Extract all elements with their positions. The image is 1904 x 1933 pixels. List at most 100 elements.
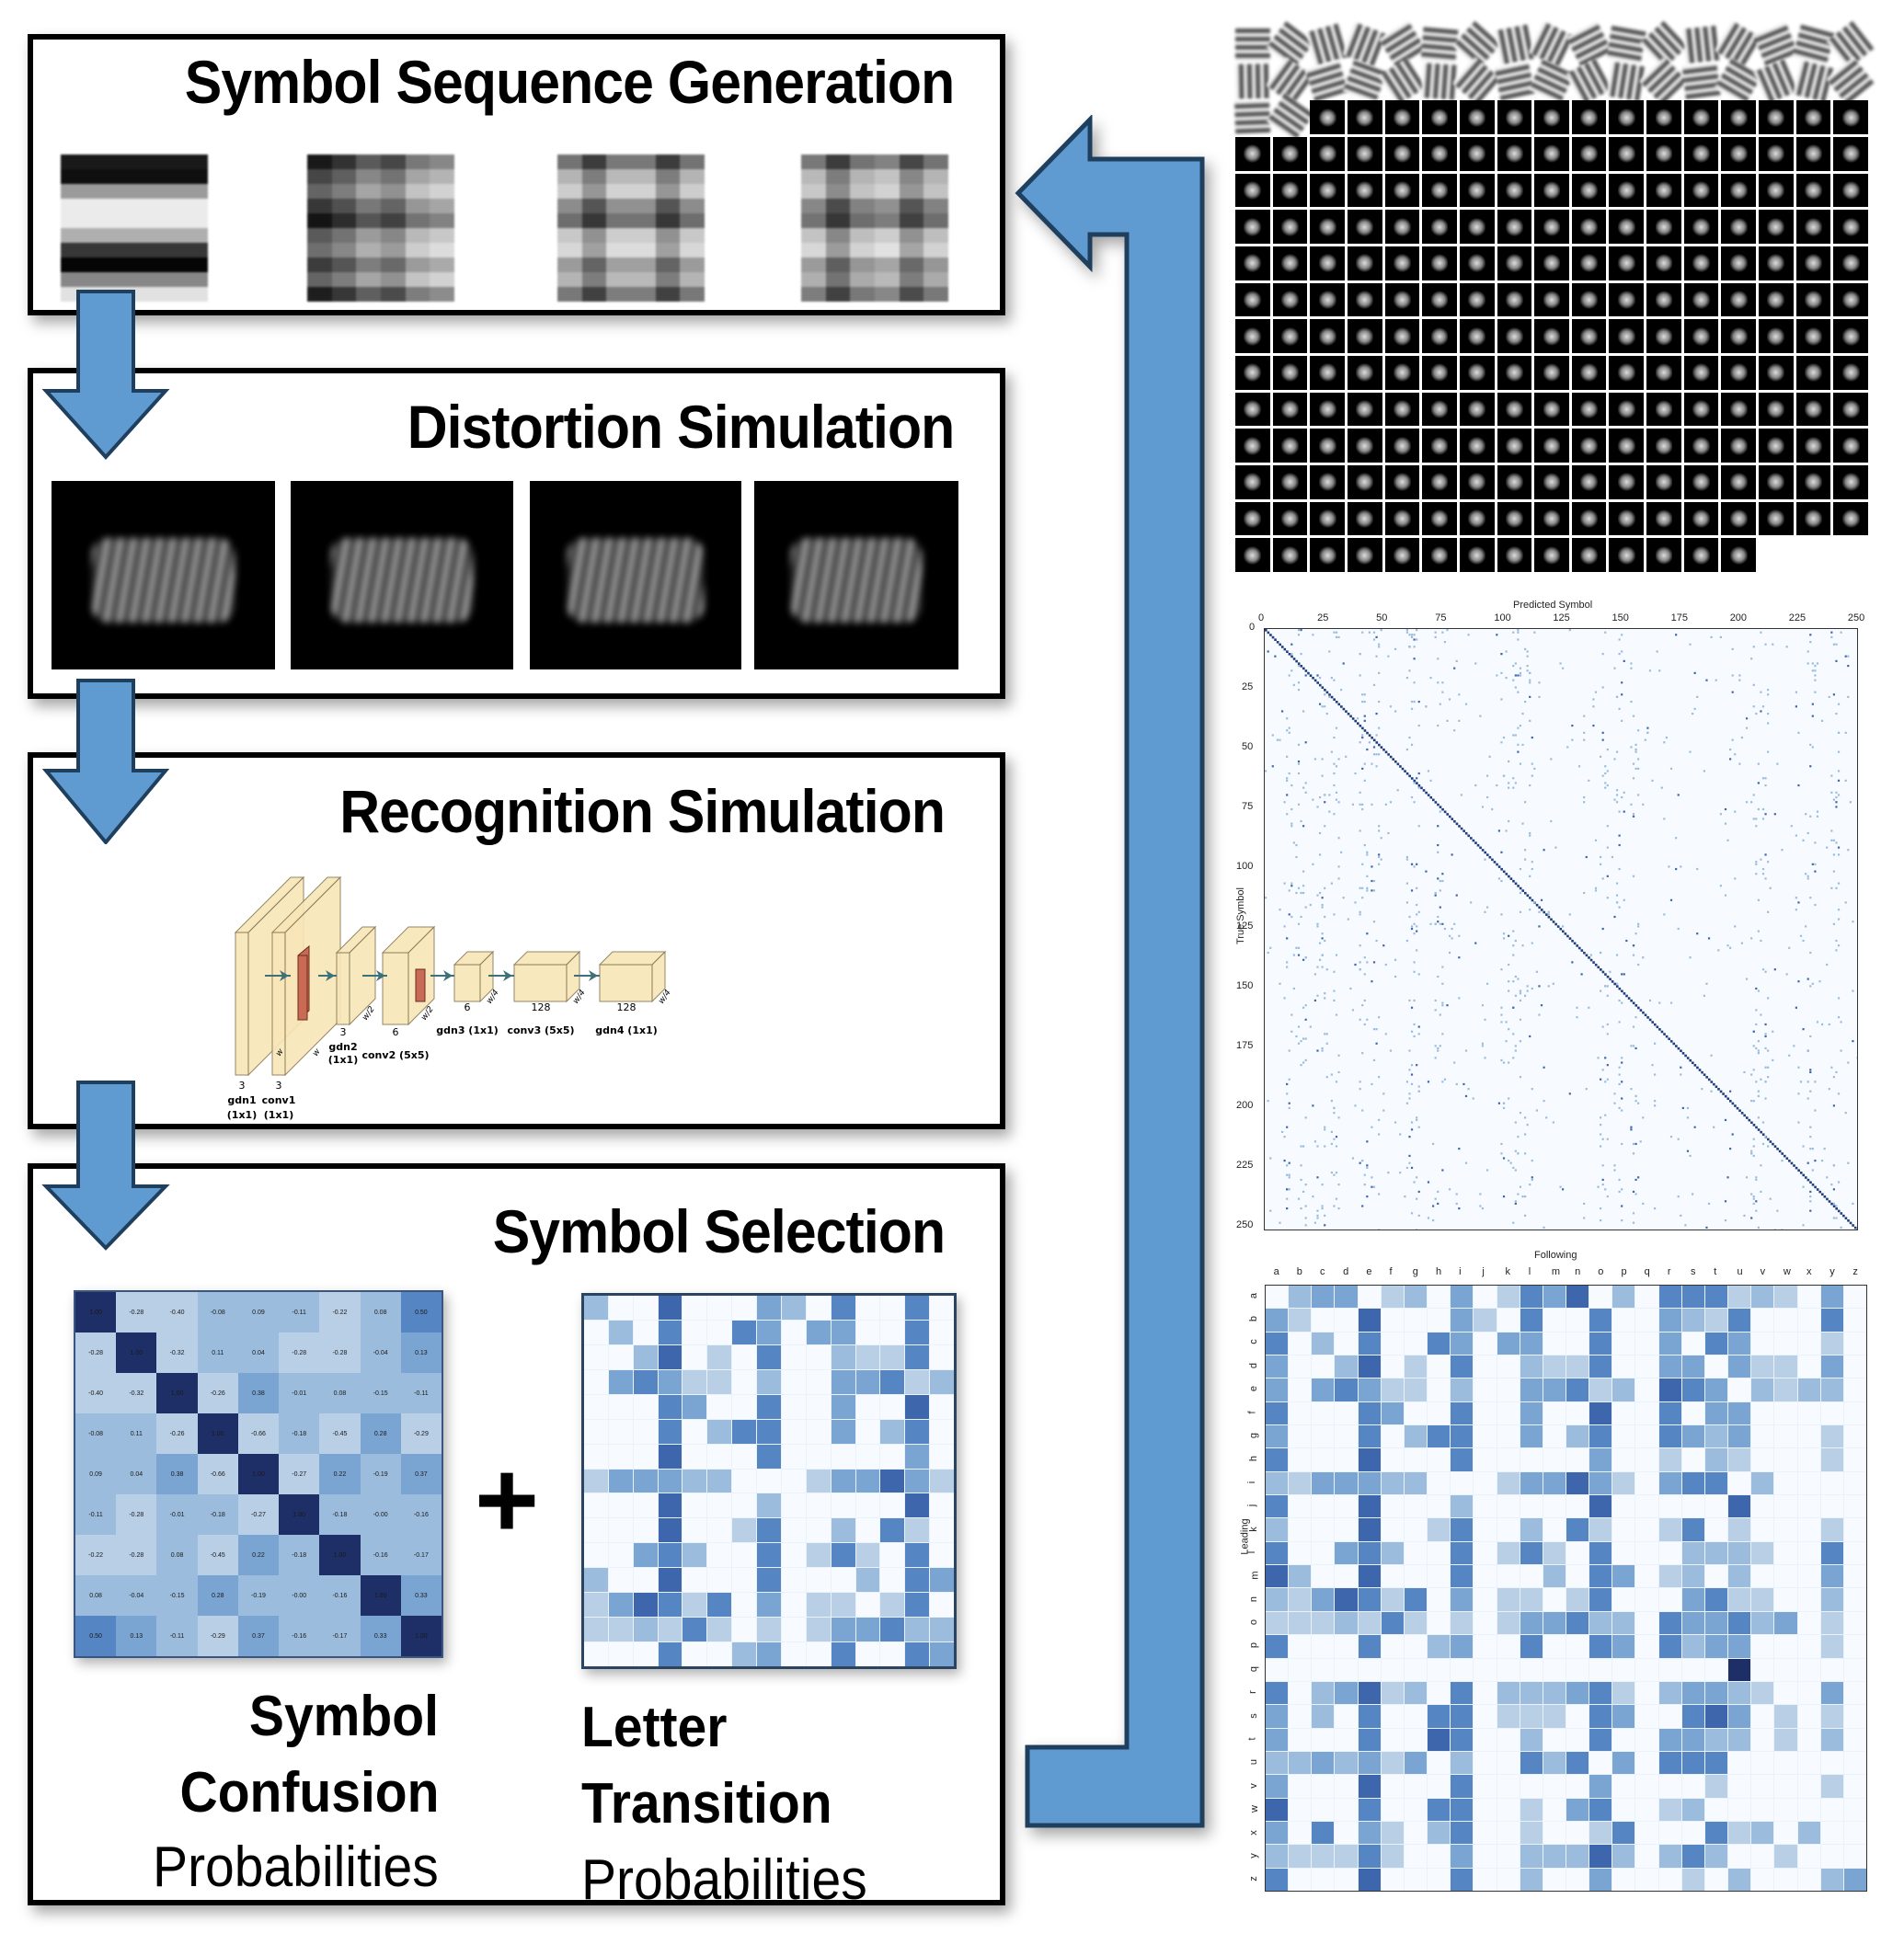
confusion-point bbox=[1321, 932, 1324, 935]
confusion-point bbox=[1333, 1138, 1336, 1140]
confusion-point bbox=[1807, 978, 1809, 980]
diagonal-point bbox=[1312, 676, 1314, 680]
transition-cell bbox=[806, 1642, 831, 1666]
transition-cell bbox=[1820, 1775, 1843, 1798]
transition-cell bbox=[1497, 1425, 1520, 1448]
diagonal-point bbox=[1514, 882, 1518, 886]
transition-cell bbox=[1751, 1309, 1774, 1332]
layer-name-gdn2: gdn2 bbox=[328, 1041, 357, 1053]
diagonal-point bbox=[1818, 1190, 1822, 1194]
confusion-point bbox=[1417, 1214, 1420, 1218]
symbol-thumbnail bbox=[1272, 136, 1308, 171]
symbol-thumbnail bbox=[1683, 173, 1719, 208]
diagonal-point bbox=[1788, 1160, 1791, 1162]
confusion-point bbox=[1571, 724, 1574, 727]
confusion-point bbox=[1752, 794, 1755, 796]
transition-cell bbox=[1543, 1588, 1566, 1611]
diagonal-point bbox=[1476, 843, 1480, 847]
confusion-point bbox=[1847, 664, 1850, 668]
confusion-point bbox=[1265, 770, 1267, 772]
symbol-thumbnail bbox=[1759, 355, 1794, 390]
transition-cell bbox=[1751, 1286, 1774, 1309]
confusion-point bbox=[1413, 1035, 1416, 1038]
transition-cell bbox=[1566, 1448, 1589, 1471]
confusion-point bbox=[1375, 1028, 1378, 1031]
confusion-point bbox=[1521, 712, 1524, 715]
transition-cell bbox=[831, 1320, 855, 1344]
symbol-thumbnail bbox=[1272, 210, 1308, 244]
confusion-point bbox=[1321, 705, 1324, 708]
diagonal-point bbox=[1785, 1157, 1789, 1161]
y-tick-label: r bbox=[1246, 1690, 1258, 1695]
confusion-cell: -0.16 bbox=[279, 1616, 320, 1656]
transition-cell bbox=[831, 1593, 855, 1618]
diagonal-point bbox=[1286, 650, 1289, 653]
transition-cell bbox=[757, 1518, 781, 1543]
symbol-thumbnail bbox=[1347, 282, 1382, 317]
transition-cell bbox=[1635, 1751, 1658, 1775]
confusion-point bbox=[1361, 631, 1364, 634]
transition-cell bbox=[1843, 1378, 1866, 1401]
transition-cell bbox=[806, 1469, 831, 1493]
layer-name-conv1: conv1 bbox=[262, 1094, 296, 1106]
transition-cell bbox=[658, 1469, 682, 1493]
symbol-thumbnail bbox=[1422, 464, 1457, 499]
confusion-point bbox=[1441, 966, 1444, 968]
transition-cell bbox=[1751, 1495, 1774, 1518]
confusion-point bbox=[1361, 1205, 1364, 1207]
confusion-point bbox=[1366, 875, 1369, 877]
confusion-point bbox=[1606, 994, 1609, 997]
transition-cell bbox=[1774, 1868, 1797, 1891]
confusion-point bbox=[1389, 705, 1393, 708]
confusion-point bbox=[1321, 954, 1324, 956]
layer-kernel-gdn2: (1x1) bbox=[328, 1054, 358, 1066]
confusion-point bbox=[1693, 671, 1696, 674]
confusion-point bbox=[1844, 655, 1847, 658]
symbol-thumbnail bbox=[1497, 429, 1532, 463]
confusion-point bbox=[1600, 855, 1602, 859]
transition-cell bbox=[855, 1593, 880, 1618]
transition-cell bbox=[757, 1469, 781, 1493]
transition-cell bbox=[1751, 1401, 1774, 1425]
confusion-point bbox=[1680, 1066, 1682, 1069]
confusion-point bbox=[1372, 1058, 1376, 1062]
confusion-point bbox=[1337, 801, 1340, 804]
confusion-point bbox=[1764, 1097, 1767, 1100]
confusion-point bbox=[1389, 1049, 1393, 1052]
confusion-point bbox=[1648, 669, 1652, 672]
confusion-cell: -0.08 bbox=[197, 1292, 238, 1333]
transition-cell bbox=[682, 1419, 707, 1444]
symbol-thumbnail bbox=[1235, 210, 1270, 244]
symbol-thumbnail bbox=[1459, 464, 1495, 499]
confusion-point bbox=[1630, 667, 1633, 669]
confusion-point bbox=[1481, 1004, 1485, 1007]
confusion-point bbox=[1304, 782, 1307, 784]
transition-cell bbox=[1774, 1425, 1797, 1448]
transition-cell bbox=[781, 1419, 806, 1444]
confusion-point bbox=[1606, 1064, 1609, 1067]
confusion-point bbox=[1283, 997, 1286, 1000]
diagonal-point bbox=[1648, 1018, 1652, 1022]
confusion-point bbox=[1491, 807, 1494, 811]
transition-cell bbox=[1820, 1798, 1843, 1821]
transition-cell bbox=[1566, 1821, 1589, 1845]
y-tick-label: j bbox=[1246, 1504, 1258, 1507]
confusion-point bbox=[1802, 1028, 1805, 1031]
transition-cell bbox=[1497, 1821, 1520, 1845]
symbol-thumbnail bbox=[1384, 246, 1420, 280]
confusion-point bbox=[1500, 913, 1503, 916]
transition-cell bbox=[905, 1642, 930, 1666]
confusion-point bbox=[1292, 841, 1295, 844]
distorted-image bbox=[530, 481, 741, 669]
symbol-thumbnail bbox=[1795, 429, 1831, 463]
stage-title-selection: Symbol Selection bbox=[492, 1197, 946, 1265]
confusion-point bbox=[1404, 1195, 1406, 1198]
diagonal-point bbox=[1500, 867, 1503, 871]
confusion-point bbox=[1757, 1226, 1760, 1230]
confusion-point bbox=[1464, 1094, 1468, 1098]
confusion-point bbox=[1304, 674, 1307, 677]
confusion-point bbox=[1335, 798, 1338, 801]
confusion-point bbox=[1835, 1217, 1838, 1219]
transition-cell bbox=[1751, 1518, 1774, 1541]
confusion-point bbox=[1523, 1133, 1527, 1136]
